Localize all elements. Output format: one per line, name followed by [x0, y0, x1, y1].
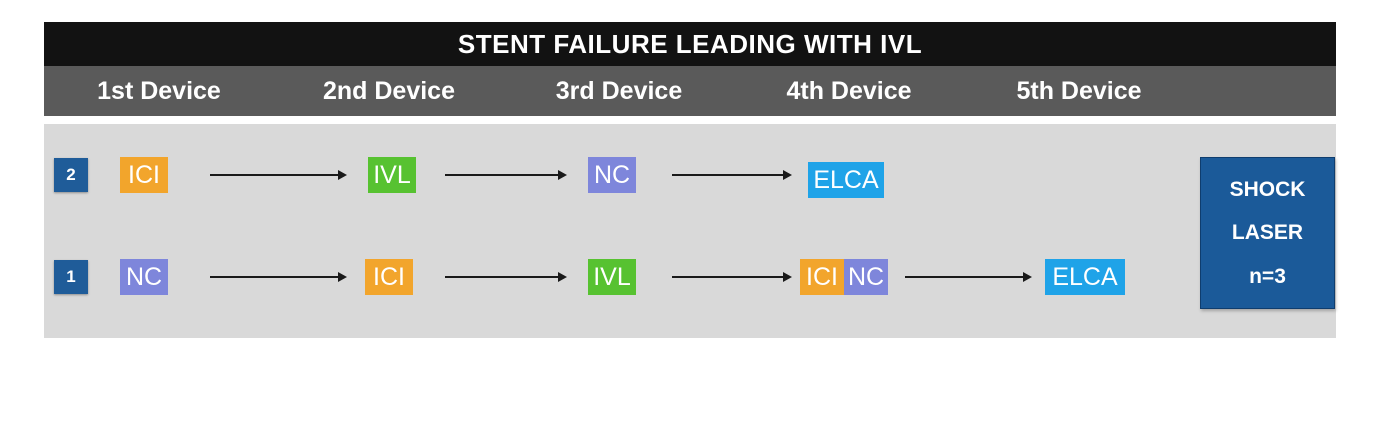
column-header-2nd-device: 2nd Device [322, 76, 455, 105]
device-badge-elca: ELCA [808, 162, 884, 198]
device-badge-ici: ICI [800, 259, 844, 295]
device-badge-elca: ELCA [1045, 259, 1125, 295]
arrow-icon [445, 170, 567, 180]
row-count-badge: 1 [54, 260, 88, 294]
summary-line-laser: LASER [1231, 221, 1304, 244]
column-header-5th-device: 5th Device [1016, 76, 1142, 105]
device-badge-nc: NC [120, 259, 168, 295]
title-bar: STENT FAILURE LEADING WITH IVL [44, 22, 1336, 66]
device-badge-nc: NC [844, 259, 888, 295]
device-badge-nc: NC [588, 157, 636, 193]
row-count-badge: 2 [54, 158, 88, 192]
device-badge-ivl: IVL [368, 157, 416, 193]
summary-line-shock: SHOCK [1229, 177, 1306, 201]
column-header-1st-device: 1st Device [97, 76, 221, 105]
summary-line-n: n=3 [1249, 264, 1286, 288]
flow-area: 2 ICI IVL NC ELCA 1 NC ICI IVL ICI NC EL… [44, 124, 1336, 338]
device-column-headers: 1st Device 2nd Device 3rd Device 4th Dev… [44, 66, 1336, 116]
summary-box: SHOCK LASER n=3 [1200, 157, 1335, 309]
diagram-title: STENT FAILURE LEADING WITH IVL [457, 28, 923, 59]
arrow-icon [210, 170, 347, 180]
device-badge-ici: ICI [120, 157, 168, 193]
arrow-icon [672, 272, 792, 282]
column-header-3rd-device: 3rd Device [555, 76, 683, 105]
arrow-icon [672, 170, 792, 180]
device-badge-ici: ICI [365, 259, 413, 295]
arrow-icon [210, 272, 347, 282]
arrow-icon [905, 272, 1032, 282]
arrow-icon [445, 272, 567, 282]
device-badge-ivl: IVL [588, 259, 636, 295]
column-header-4th-device: 4th Device [786, 76, 912, 105]
